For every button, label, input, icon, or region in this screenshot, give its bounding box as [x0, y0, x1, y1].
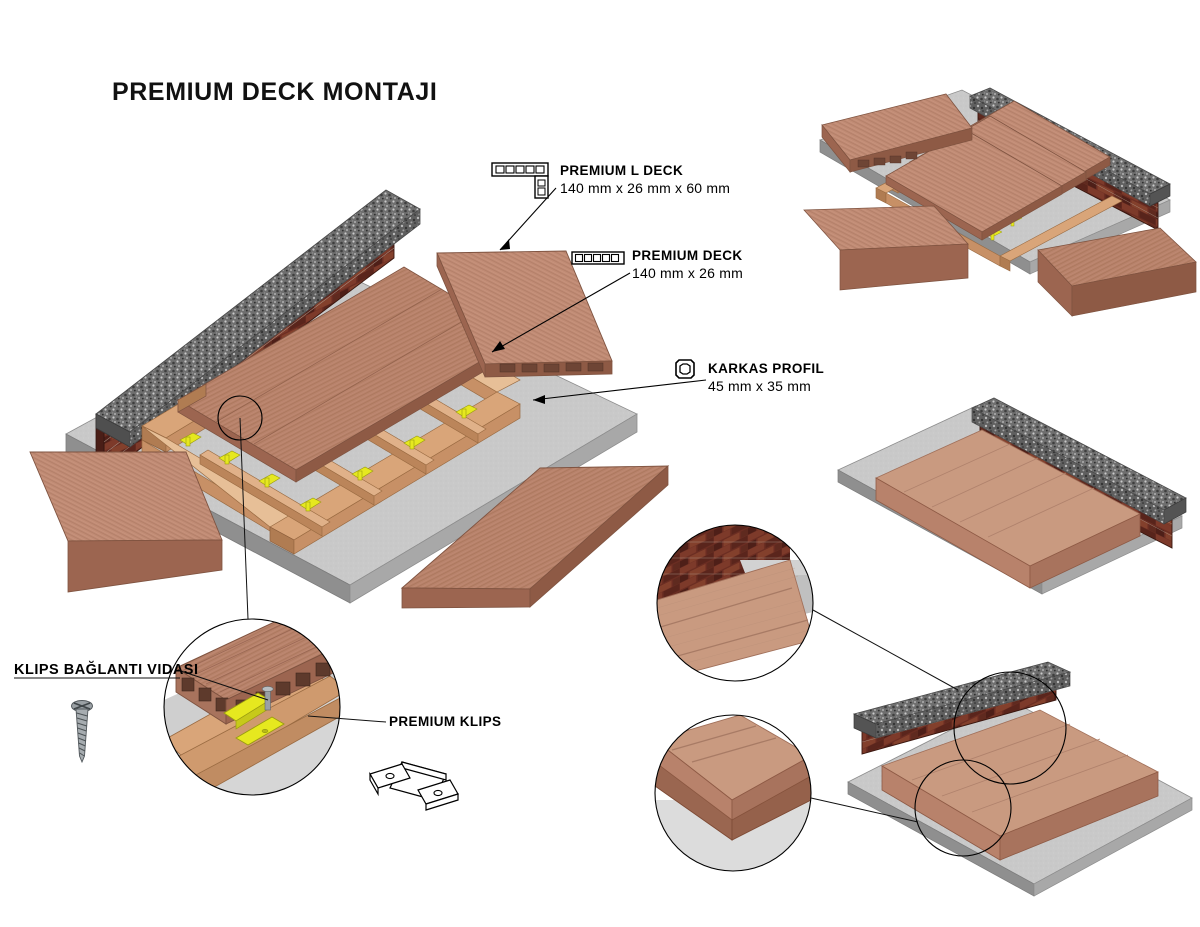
finished-deck-surface-step3: [875, 429, 1141, 589]
detail-wall-junction: [656, 524, 814, 682]
label-karkas-profil-dims: 45 mm x 35 mm: [708, 378, 811, 394]
loose-l-deck-board-left: [29, 451, 223, 593]
brick-wall: [95, 189, 421, 477]
leader-screw: [177, 669, 269, 701]
clip-line-drawing-icon: [369, 761, 459, 811]
loose-boards-step2: [803, 93, 1197, 317]
callout-circle-corner: [914, 759, 1012, 857]
label-premium-klips: PREMIUM KLIPS: [389, 714, 502, 729]
step-3-deck-complete: [837, 397, 1187, 595]
l-profile-section-icon: [491, 162, 549, 199]
leader-detail-wall-to-step4: [812, 609, 959, 691]
step-1-exploded-assembly: [29, 189, 670, 609]
detail-circle-wall-junction: [656, 524, 814, 682]
step-4-deck-finished-callouts: [847, 661, 1193, 897]
label-premium-l-deck-dims: 140 mm x 26 mm x 60 mm: [560, 180, 731, 196]
detail-clip-connection: [163, 618, 341, 796]
label-premium-l-deck-title: PREMIUM L DECK: [560, 163, 684, 178]
label-premium-deck-dims: 140 mm x 26 mm: [632, 265, 743, 281]
detail-corner-edge: [654, 714, 812, 872]
label-klips-baglanti-vidasi: KLIPS BAĞLANTI VIDASI: [14, 662, 199, 678]
screw-icon: [71, 700, 93, 764]
leader-karkas: [532, 379, 707, 401]
step-2-boards-partial: [803, 87, 1197, 317]
page-title: PREMIUM DECK MONTAJI: [112, 78, 438, 106]
loose-deck-board-1: [436, 250, 613, 378]
leader-lines: [14, 187, 959, 823]
callout-circle-wall-junction: [953, 671, 1067, 785]
detail-circle-corner: [654, 714, 812, 872]
zoom-marker-circle-main: [217, 395, 263, 441]
klips-detail: [223, 692, 285, 746]
label-karkas-profil: KARKAS PROFIL 45 mm x 35 mm: [708, 360, 824, 395]
label-premium-l-deck: PREMIUM L DECK 140 mm x 26 mm x 60 mm: [560, 162, 730, 197]
joist-tube-section-icon: [675, 359, 695, 379]
label-premium-deck-title: PREMIUM DECK: [632, 248, 743, 263]
detail-circle-clip: [163, 618, 341, 796]
label-premium-deck: PREMIUM DECK 140 mm x 26 mm: [632, 247, 743, 282]
label-karkas-profil-title: KARKAS PROFIL: [708, 361, 825, 376]
leader-deck: [491, 272, 631, 353]
loose-l-deck-board-right: [400, 465, 670, 609]
leader-klips: [307, 715, 387, 723]
leader-clip-detail: [239, 417, 249, 620]
finished-deck-surface-step4: [881, 709, 1159, 861]
leader-detail-corner-to-step4: [810, 797, 919, 823]
hollow-board-section-icon: [571, 251, 625, 265]
board-chamber-endface: [177, 383, 207, 413]
installed-deck-boards: [177, 266, 523, 483]
